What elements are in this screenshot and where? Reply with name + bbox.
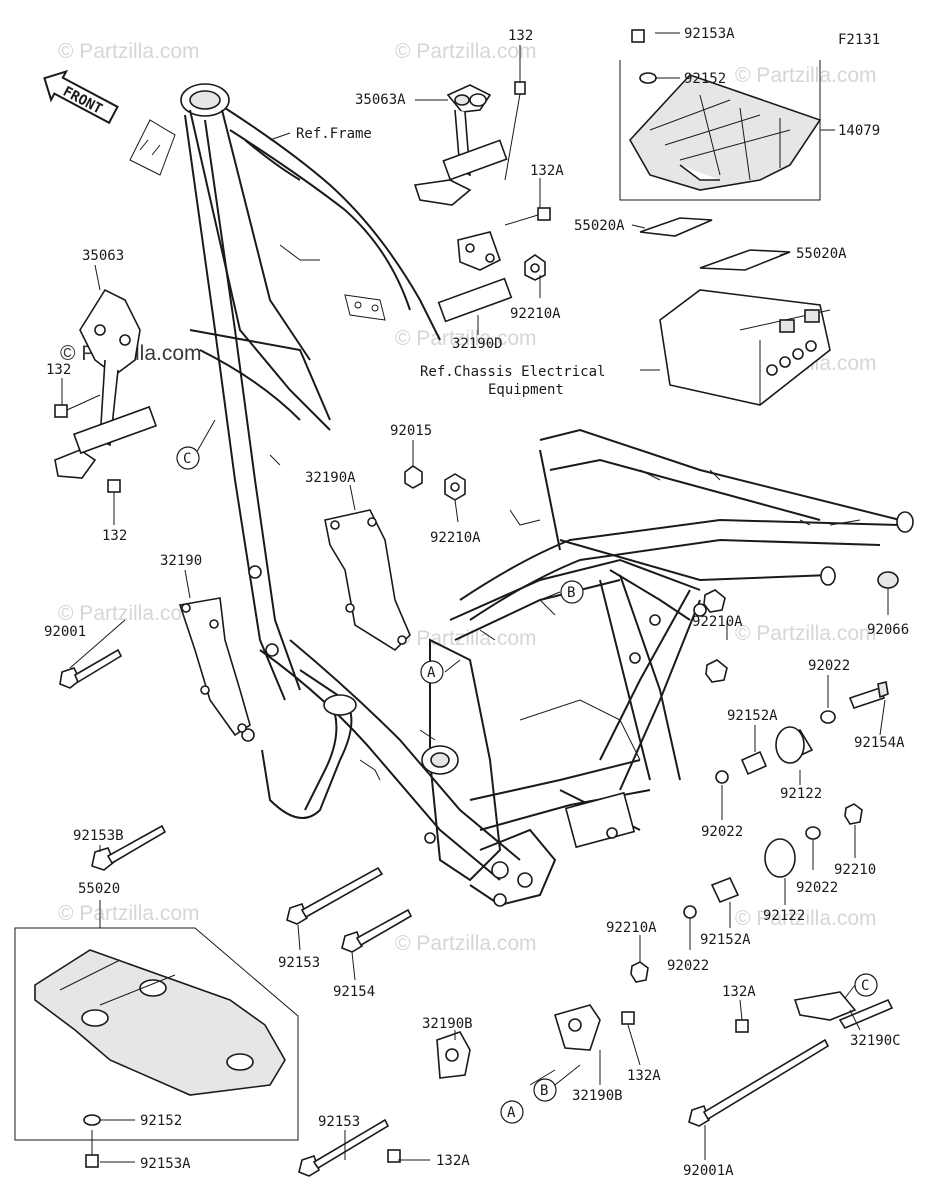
part-label: 132A bbox=[722, 984, 756, 1000]
watermark: © Partzilla.com bbox=[58, 40, 200, 63]
part-label: 92022 bbox=[796, 880, 838, 896]
part-label: 32190A bbox=[305, 470, 356, 486]
part-label: 92153 bbox=[318, 1114, 360, 1130]
callout-b: B bbox=[567, 585, 575, 601]
part-label: 92210 bbox=[834, 862, 876, 878]
nut-92015 bbox=[404, 465, 423, 489]
part-label: 32190 bbox=[160, 553, 202, 569]
part-label: 92152A bbox=[727, 708, 778, 724]
watermark: © Partzilla.com bbox=[58, 602, 200, 625]
bolt-132-top bbox=[504, 81, 526, 181]
callout-b-lower: B bbox=[540, 1083, 548, 1099]
bolt-132-left bbox=[54, 394, 101, 418]
bolt-92153-a bbox=[286, 866, 384, 925]
watermark: © Partzilla.com bbox=[735, 622, 877, 645]
part-label: 92015 bbox=[390, 423, 432, 439]
callout-c-lower: C bbox=[861, 978, 869, 994]
bolt-132-bottom bbox=[107, 479, 121, 493]
cap-92066 bbox=[877, 571, 899, 589]
main-frame bbox=[129, 83, 914, 907]
right-hardware bbox=[683, 589, 889, 919]
part-label: 132 bbox=[508, 28, 533, 44]
part-label: 132 bbox=[102, 528, 127, 544]
watermark: © Partzilla.com bbox=[735, 64, 877, 87]
part-label: 92153A bbox=[684, 26, 735, 42]
part-label: 35063A bbox=[355, 92, 406, 108]
washer-92152-top bbox=[639, 72, 657, 84]
bolt-132A-top bbox=[504, 207, 551, 226]
part-label: 32190D bbox=[452, 336, 503, 352]
ref-frame-label: Ref.Frame bbox=[296, 126, 372, 142]
part-label: 92066 bbox=[867, 622, 909, 638]
part-label: 55020A bbox=[796, 246, 847, 262]
part-label: 92022 bbox=[667, 958, 709, 974]
watermark: © Partzilla.com bbox=[735, 907, 877, 930]
bottom-hardware bbox=[298, 961, 894, 1177]
front-arrow-icon: FRONT bbox=[43, 69, 119, 125]
part-label: 92153B bbox=[73, 828, 124, 844]
part-label: 55020 bbox=[78, 881, 120, 897]
part-label: 92022 bbox=[808, 658, 850, 674]
part-label: 35063 bbox=[82, 248, 124, 264]
bolt-92001 bbox=[59, 648, 123, 689]
part-label: 92210A bbox=[606, 920, 657, 936]
part-label: 14079 bbox=[838, 123, 880, 139]
part-label: 92210A bbox=[430, 530, 481, 546]
ref-electrical-label-2: Equipment bbox=[488, 382, 564, 398]
part-label: 92153A bbox=[140, 1156, 191, 1172]
cover-14079 bbox=[629, 74, 822, 191]
part-label: 32190B bbox=[572, 1088, 623, 1104]
nut-92210A-mid bbox=[444, 473, 466, 501]
plate-32190A bbox=[324, 509, 411, 652]
bolt-92153A-top bbox=[631, 29, 645, 43]
callout-c: C bbox=[183, 451, 191, 467]
part-label: 55020A bbox=[574, 218, 625, 234]
part-label: 92153 bbox=[278, 955, 320, 971]
bolt-92154 bbox=[341, 908, 413, 953]
part-label: 92210A bbox=[692, 614, 743, 630]
ref-electrical-label: Ref.Chassis Electrical bbox=[420, 364, 605, 380]
part-label: 32190B bbox=[422, 1016, 473, 1032]
skid-plate-55020 bbox=[14, 927, 299, 1168]
part-label: 92122 bbox=[780, 786, 822, 802]
nut-92210A-top bbox=[524, 254, 546, 281]
watermark: © Partzilla.com bbox=[58, 902, 200, 925]
part-label: 92001 bbox=[44, 624, 86, 640]
watermark: © Partzilla.com bbox=[395, 327, 537, 350]
part-label: 132A bbox=[627, 1068, 661, 1084]
callout-a: A bbox=[427, 665, 436, 681]
battery bbox=[659, 289, 831, 406]
plate-32190 bbox=[178, 597, 251, 737]
watermark: © Partzilla.com bbox=[395, 932, 537, 955]
part-label: 132 bbox=[46, 362, 71, 378]
part-label: 92122 bbox=[763, 908, 805, 924]
figure-id: F2131 bbox=[838, 32, 880, 48]
part-label: 92152 bbox=[140, 1113, 182, 1129]
pad-55020A bbox=[639, 217, 791, 271]
bracket-35063 bbox=[54, 288, 158, 479]
part-label: 92001A bbox=[683, 1163, 734, 1179]
part-label: 92154 bbox=[333, 984, 375, 1000]
part-label: 92152A bbox=[700, 932, 751, 948]
part-label: 92022 bbox=[701, 824, 743, 840]
watermark: © Partzilla.com bbox=[395, 40, 537, 63]
part-label: 92152 bbox=[684, 71, 726, 87]
part-label: 32190C bbox=[850, 1033, 901, 1049]
labels: F2131 Ref.Frame Ref.Chassis Electrical E… bbox=[44, 26, 909, 1179]
callouts: C B A B A C bbox=[176, 446, 878, 1124]
bracket-35063A bbox=[413, 84, 508, 206]
watermark: © Partzilla.com bbox=[395, 627, 537, 650]
part-label: 132A bbox=[436, 1153, 470, 1169]
part-label: 132A bbox=[530, 163, 564, 179]
bracket-32190D bbox=[437, 231, 513, 323]
leader-lines bbox=[61, 32, 889, 1163]
part-label: 92154A bbox=[854, 735, 905, 751]
callout-a-lower: A bbox=[507, 1105, 516, 1121]
bolt-92153B bbox=[91, 824, 167, 871]
part-label: 92210A bbox=[510, 306, 561, 322]
